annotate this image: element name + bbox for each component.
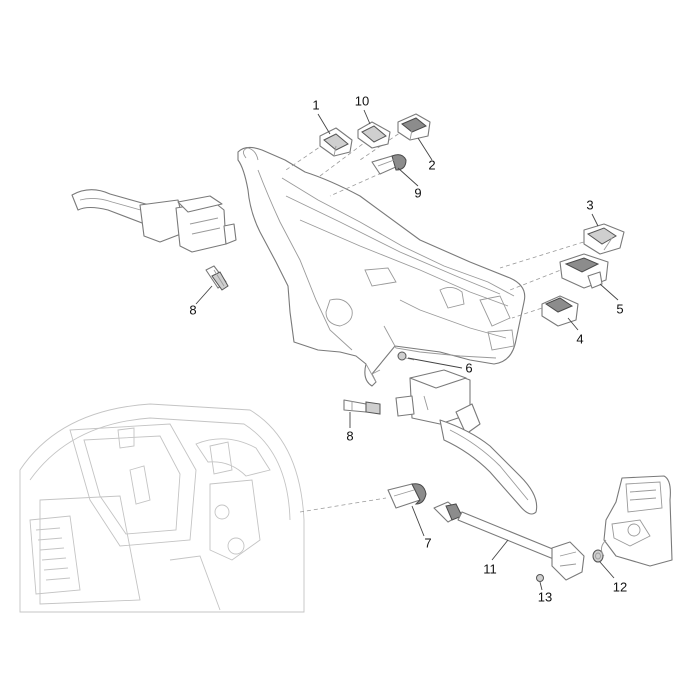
brake-switch-lower: [343, 399, 381, 415]
screw-part-6: [397, 351, 415, 361]
callout-5: 5: [616, 301, 623, 316]
brake-switch-upper: [205, 265, 229, 291]
connector-part-7: [387, 483, 427, 509]
callout-2: 2: [428, 157, 435, 172]
callout-9: 9: [414, 185, 421, 200]
callout-10: 10: [355, 93, 369, 108]
callout-11: 11: [483, 561, 497, 576]
callout-7: 7: [424, 535, 431, 550]
callout-labels: 1 10 2 9 3 5 4 8 6 8 7 11 12 13: [189, 93, 627, 604]
switch-part-1: [319, 127, 353, 157]
switch-part-2: [397, 113, 431, 141]
callout-12: 12: [613, 579, 627, 594]
handlebar-rear-cover: [237, 146, 526, 387]
switch-part-9: [371, 154, 407, 175]
callout-1: 1: [312, 97, 319, 112]
screw-part-13: [536, 574, 544, 582]
callout-6: 6: [465, 360, 472, 375]
switch-part-5: [559, 253, 609, 289]
switch-part-4: [541, 295, 579, 327]
callout-3: 3: [586, 197, 593, 212]
callout-4: 4: [576, 331, 583, 346]
callout-13: 13: [538, 589, 552, 604]
callout-8-lower: 8: [346, 428, 353, 443]
instrument-housing-right: [601, 475, 673, 567]
grommet-part-12: [592, 549, 604, 563]
right-brake-lever-assembly: [395, 369, 538, 515]
callout-8-upper: 8: [189, 302, 196, 317]
front-shield-body: [19, 403, 305, 613]
guide-part-7: [299, 497, 387, 513]
left-brake-lever-assembly: [71, 189, 237, 253]
callout-leaders: [195, 109, 619, 591]
cable-part-11: [433, 501, 585, 581]
switch-part-10: [357, 121, 391, 149]
switch-part-3: [583, 223, 625, 255]
